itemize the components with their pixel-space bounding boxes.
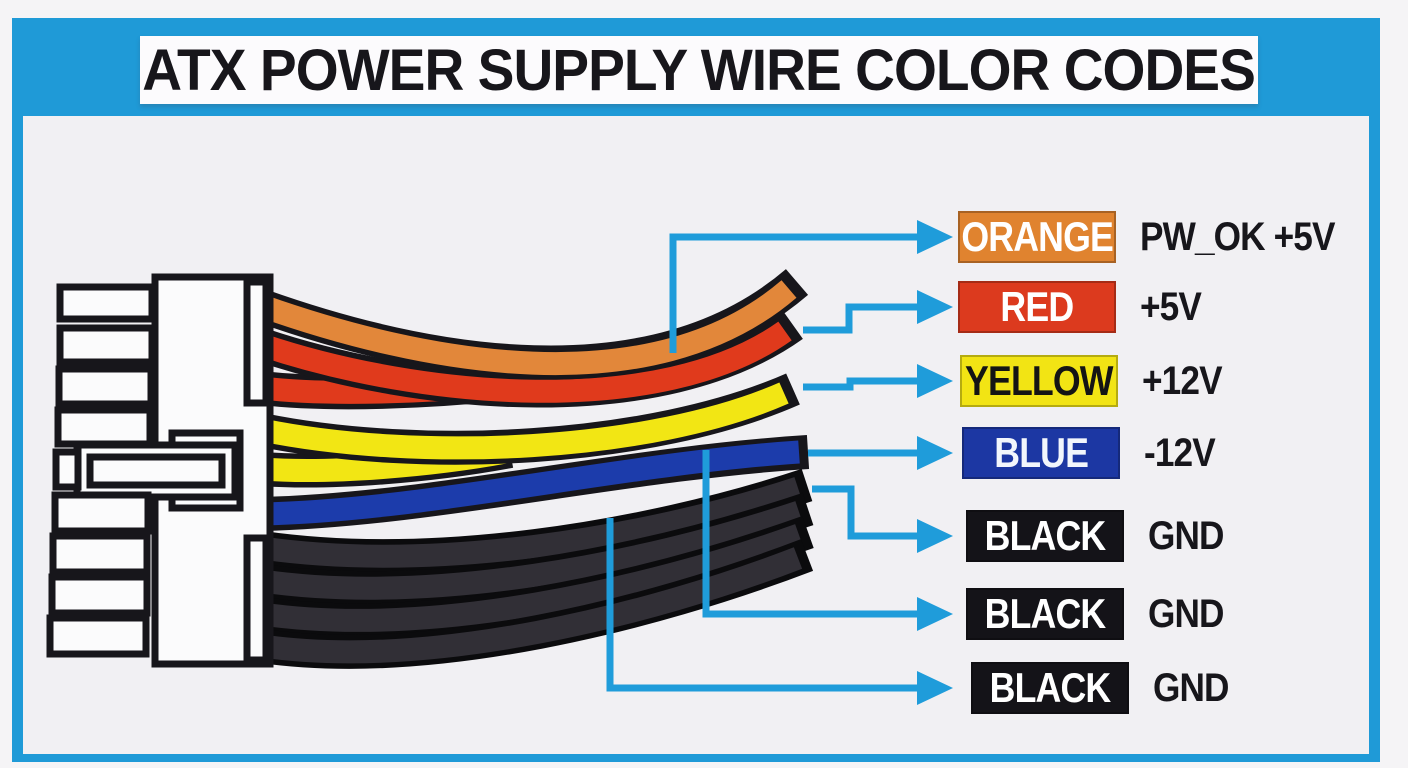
color-badge-black: BLACK bbox=[966, 510, 1124, 562]
wire-bundle bbox=[256, 269, 814, 669]
legend-row-black-1: BLACK GND bbox=[966, 510, 1234, 562]
legend-row-blue: BLUE -12V bbox=[962, 427, 1225, 479]
badge-label: RED bbox=[1000, 283, 1075, 330]
color-badge-yellow: YELLOW bbox=[960, 355, 1118, 407]
connector-pin bbox=[51, 491, 152, 535]
connector-pin bbox=[48, 573, 151, 617]
signal-label: GND bbox=[1153, 665, 1229, 710]
arrowhead-icon bbox=[917, 290, 953, 324]
wire-blue bbox=[261, 440, 800, 526]
legend-row-orange: ORANGE PW_OK +5V bbox=[958, 211, 1361, 263]
arrow-black3 bbox=[606, 518, 917, 692]
callout-arrows bbox=[606, 233, 917, 692]
connector-face-top bbox=[243, 278, 270, 407]
signal-label: GND bbox=[1148, 591, 1224, 636]
wire-black2 bbox=[260, 501, 803, 600]
title-plate: ATX POWER SUPPLY WIRE COLOR CODES bbox=[140, 36, 1258, 104]
page-title: ATX POWER SUPPLY WIRE COLOR CODES bbox=[142, 37, 1257, 103]
connector-pin bbox=[55, 365, 155, 408]
arrowhead-icon bbox=[917, 364, 953, 398]
connector-pin bbox=[49, 532, 151, 576]
arrow-black1 bbox=[812, 485, 917, 540]
arrowhead-icon bbox=[917, 671, 953, 705]
atx-connector-illustration bbox=[46, 273, 274, 668]
wire-black1 bbox=[260, 477, 802, 568]
legend-row-black-3: BLACK GND bbox=[971, 662, 1239, 714]
signal-label: PW_OK +5V bbox=[1140, 214, 1335, 259]
connector-face-bottom bbox=[243, 534, 270, 664]
wire-black3 bbox=[260, 524, 803, 632]
signal-label: GND bbox=[1148, 513, 1224, 558]
wire-yellow bbox=[259, 382, 789, 460]
badge-label: BLACK bbox=[989, 664, 1112, 711]
arrowhead-icon bbox=[917, 519, 953, 553]
arrow-black2 bbox=[702, 450, 917, 618]
signal-label: +12V bbox=[1142, 358, 1223, 403]
color-badge-blue: BLUE bbox=[962, 427, 1120, 479]
arrow-yellow bbox=[803, 377, 917, 391]
badge-label: BLUE bbox=[994, 429, 1089, 476]
legend-row-red: RED +5V bbox=[958, 281, 1209, 333]
wire-orange bbox=[258, 280, 797, 375]
signal-label: -12V bbox=[1144, 430, 1216, 475]
color-badge-black: BLACK bbox=[971, 662, 1129, 714]
arrowheads bbox=[917, 220, 953, 705]
arrow-red bbox=[803, 303, 917, 334]
color-badge-black: BLACK bbox=[966, 588, 1124, 640]
connector-pin bbox=[54, 406, 154, 448]
connector-pin bbox=[56, 324, 156, 366]
latch-bar-inner bbox=[86, 453, 226, 489]
wire-black4 bbox=[260, 547, 803, 664]
wire-red bbox=[258, 321, 792, 403]
connector-pin bbox=[56, 283, 156, 323]
signal-label: +5V bbox=[1140, 284, 1202, 329]
arrowhead-icon bbox=[917, 220, 953, 254]
color-badge-orange: ORANGE bbox=[958, 211, 1116, 263]
badge-label: BLACK bbox=[984, 590, 1107, 637]
badge-label: YELLOW bbox=[965, 357, 1113, 404]
legend-row-yellow: YELLOW +12V bbox=[960, 355, 1233, 407]
badge-label: ORANGE bbox=[961, 213, 1113, 260]
arrowhead-icon bbox=[917, 436, 953, 470]
arrowhead-icon bbox=[917, 597, 953, 631]
latch-block bbox=[52, 448, 82, 491]
badge-label: BLACK bbox=[984, 512, 1107, 559]
arrow-orange bbox=[669, 233, 917, 353]
connector-pin bbox=[46, 614, 150, 658]
color-badge-red: RED bbox=[958, 281, 1116, 333]
legend-row-black-2: BLACK GND bbox=[966, 588, 1234, 640]
